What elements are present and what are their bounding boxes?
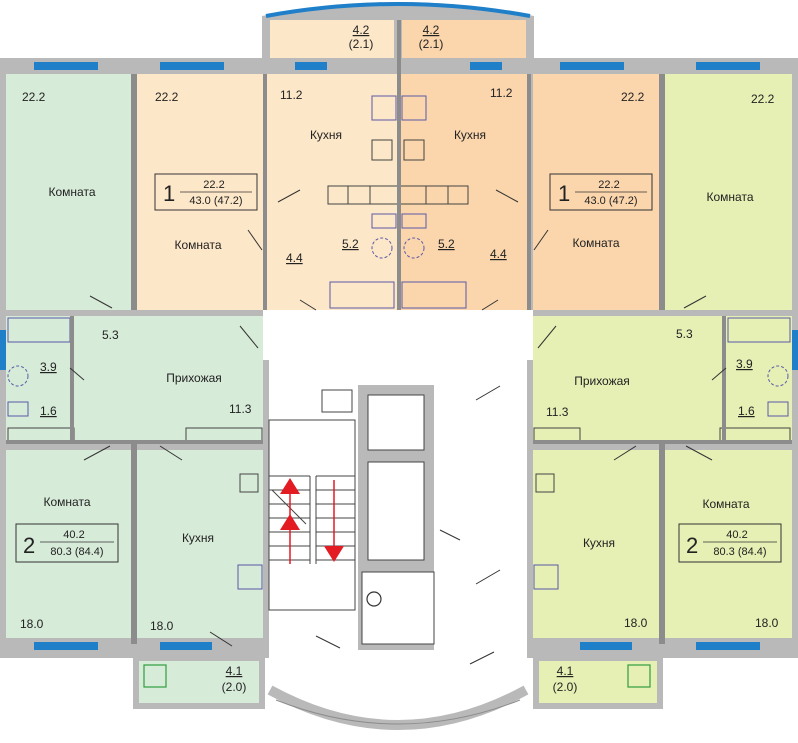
lift-machine bbox=[321, 389, 353, 413]
area-balcony-top-left-sub: (2.1) bbox=[349, 37, 374, 51]
area-left-bath: 5.2 bbox=[342, 237, 359, 251]
svg-text:80.3 (84.4): 80.3 (84.4) bbox=[50, 546, 103, 558]
stair-arrow-down-icon bbox=[324, 480, 344, 562]
stair-inner bbox=[268, 419, 356, 611]
entrance-bay-inner bbox=[275, 699, 521, 725]
label-room-right-top: Комната bbox=[573, 236, 620, 250]
area-right-hall: 11.3 bbox=[546, 405, 569, 419]
svg-text:40.2: 40.2 bbox=[63, 529, 84, 541]
label-kitchen-right-top: Кухня bbox=[454, 128, 486, 142]
area-left-kitchen-bottom: 18.0 bbox=[150, 619, 174, 633]
label-room-left-bottom: Комната bbox=[44, 495, 91, 509]
balcony-top-right bbox=[402, 20, 526, 58]
area-balcony-bottom-right: 4.1 bbox=[557, 664, 574, 678]
area-left-room-bottom: 18.0 bbox=[20, 617, 44, 631]
area-right-room-top: 22.2 bbox=[621, 90, 645, 104]
label-kitchen-left-bottom: Кухня bbox=[182, 531, 214, 545]
label-room-far-left-top: Комната bbox=[49, 185, 96, 199]
area-left-hall: 11.3 bbox=[229, 402, 252, 416]
svg-text:40.2: 40.2 bbox=[726, 529, 747, 541]
room-right-bottom bbox=[665, 450, 792, 638]
svg-text:80.3 (84.4): 80.3 (84.4) bbox=[713, 546, 766, 558]
area-left-hall-small: 4.4 bbox=[286, 251, 303, 265]
area-far-right-room-top: 22.2 bbox=[751, 92, 775, 106]
planter-right-icon bbox=[627, 664, 651, 688]
label-room-right-bottom: Комната bbox=[703, 497, 750, 511]
kitchen-left-top bbox=[267, 74, 397, 310]
area-balcony-bottom-left: 4.1 bbox=[226, 664, 243, 678]
apartment-badge: 1 22.2 43.0 (47.2) bbox=[154, 173, 258, 211]
apartment-badge: 2 40.2 80.3 (84.4) bbox=[15, 523, 119, 563]
stair-arrow-up-icon bbox=[280, 478, 300, 564]
label-room-left-top: Комната bbox=[175, 238, 222, 252]
area-balcony-top-left: 4.2 bbox=[353, 23, 370, 37]
apartment-badge: 1 22.2 43.0 (47.2) bbox=[549, 173, 653, 211]
area-right-room-bottom: 18.0 bbox=[755, 616, 779, 630]
windows bbox=[0, 62, 798, 650]
area-left-corridor: 5.3 bbox=[102, 328, 119, 342]
svg-text:22.2: 22.2 bbox=[203, 179, 224, 191]
area-right-bathroom: 3.9 bbox=[736, 357, 753, 371]
area-balcony-top-right: 4.2 bbox=[423, 23, 440, 37]
area-left-wc: 1.6 bbox=[40, 404, 57, 418]
area-right-hall-small: 4.4 bbox=[490, 247, 507, 261]
shower-icon bbox=[7, 237, 789, 387]
svg-text:1: 1 bbox=[163, 181, 175, 206]
label-kitchen-left-top: Кухня bbox=[310, 128, 342, 142]
lift-shaft-3 bbox=[361, 571, 435, 645]
svg-text:43.0 (47.2): 43.0 (47.2) bbox=[584, 195, 637, 207]
bathtub-right-icon bbox=[401, 281, 467, 309]
sink-icon bbox=[239, 139, 555, 493]
balcony-top-left bbox=[270, 20, 394, 58]
stove-icon bbox=[237, 95, 559, 590]
corridor-right bbox=[533, 316, 792, 444]
balcony-top-arc bbox=[265, 2, 531, 18]
svg-text:1: 1 bbox=[558, 181, 570, 206]
area-balcony-bottom-left-sub: (2.0) bbox=[222, 680, 247, 694]
stair-wall-left bbox=[263, 360, 269, 658]
stair-wall-right bbox=[527, 360, 533, 658]
room-far-left-top bbox=[6, 74, 131, 310]
kitchen-right-top bbox=[401, 74, 527, 310]
area-right-kitchen: 11.2 bbox=[490, 86, 513, 100]
kitchen-left-bottom bbox=[137, 450, 263, 638]
label-hall-right: Прихожая bbox=[574, 374, 630, 388]
planter-left-icon bbox=[143, 664, 167, 688]
area-balcony-top-right-sub: (2.1) bbox=[419, 37, 444, 51]
area-left-room-top: 22.2 bbox=[155, 90, 179, 104]
label-hall-left: Прихожая bbox=[166, 371, 222, 385]
area-right-wc: 1.6 bbox=[738, 404, 755, 418]
area-left-kitchen: 11.2 bbox=[280, 88, 303, 102]
area-far-left-room-top: 22.2 bbox=[22, 90, 46, 104]
apartment-badge: 2 40.2 80.3 (84.4) bbox=[678, 523, 782, 563]
partitions bbox=[6, 20, 792, 644]
bathtub-left-icon bbox=[329, 281, 395, 309]
bathtub-far-right-icon bbox=[727, 317, 791, 343]
area-right-kitchen-bottom: 18.0 bbox=[624, 616, 648, 630]
corridor-left bbox=[6, 316, 263, 444]
entrance-bay bbox=[267, 685, 529, 730]
area-right-bath: 5.2 bbox=[438, 237, 455, 251]
svg-text:22.2: 22.2 bbox=[598, 179, 619, 191]
area-balcony-bottom-right-sub: (2.0) bbox=[553, 680, 578, 694]
lift-shaft-1 bbox=[367, 394, 425, 451]
washbasin-icon bbox=[7, 213, 789, 417]
lift-shaft-2 bbox=[367, 461, 425, 561]
area-left-bathroom: 3.9 bbox=[40, 360, 57, 374]
svg-text:43.0 (47.2): 43.0 (47.2) bbox=[189, 195, 242, 207]
area-right-corridor: 5.3 bbox=[676, 327, 693, 341]
balcony-bottom-right bbox=[533, 655, 663, 709]
door-swing bbox=[69, 189, 727, 665]
label-kitchen-right-bottom: Кухня bbox=[583, 536, 615, 550]
drain-icon bbox=[366, 591, 382, 607]
label-room-far-right-top: Комната bbox=[707, 190, 754, 204]
svg-text:2: 2 bbox=[686, 533, 698, 558]
balcony-bottom-left bbox=[133, 655, 265, 709]
room-far-right-top bbox=[665, 74, 792, 310]
room-left-bottom bbox=[6, 450, 131, 638]
svg-text:2: 2 bbox=[23, 533, 35, 558]
